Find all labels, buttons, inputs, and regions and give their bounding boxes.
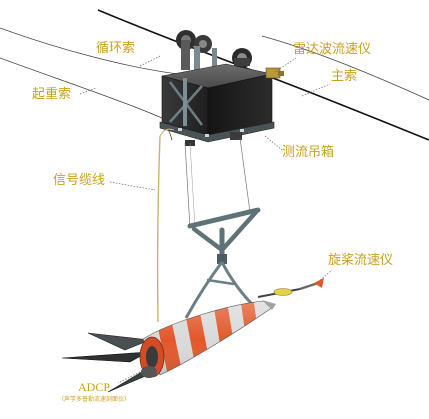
label-adcp-subtitle: （声学多普勒流速剖面仪） <box>58 396 131 403</box>
label-main-cable: 主索 <box>331 69 358 84</box>
leader-lines <box>79 55 333 384</box>
label-signal-cable: 信号缆线 <box>53 173 106 188</box>
label-radar-velocity-meter: 雷达波流速仪 <box>293 42 372 57</box>
label-hoisting-cable: 起重索 <box>32 87 72 102</box>
pulley-left <box>176 30 196 70</box>
suspension-lines <box>184 137 251 229</box>
propeller-velocity-meter <box>257 278 324 298</box>
label-circulation-cable: 循环索 <box>96 41 136 56</box>
label-measurement-box: 测流吊箱 <box>282 145 335 160</box>
label-propeller-velocity-meter: 旋桨流速仪 <box>328 253 394 268</box>
measurement-box <box>159 30 275 146</box>
circulation-cable <box>0 27 179 75</box>
suspension-frame <box>184 207 261 319</box>
pulley-right <box>232 48 252 68</box>
label-adcp: ADCP <box>78 380 111 394</box>
signal-cable <box>156 135 161 323</box>
upper-thin-cable <box>261 35 429 101</box>
hoisting-cable <box>0 57 163 119</box>
radar-velocity-meter <box>265 67 284 79</box>
